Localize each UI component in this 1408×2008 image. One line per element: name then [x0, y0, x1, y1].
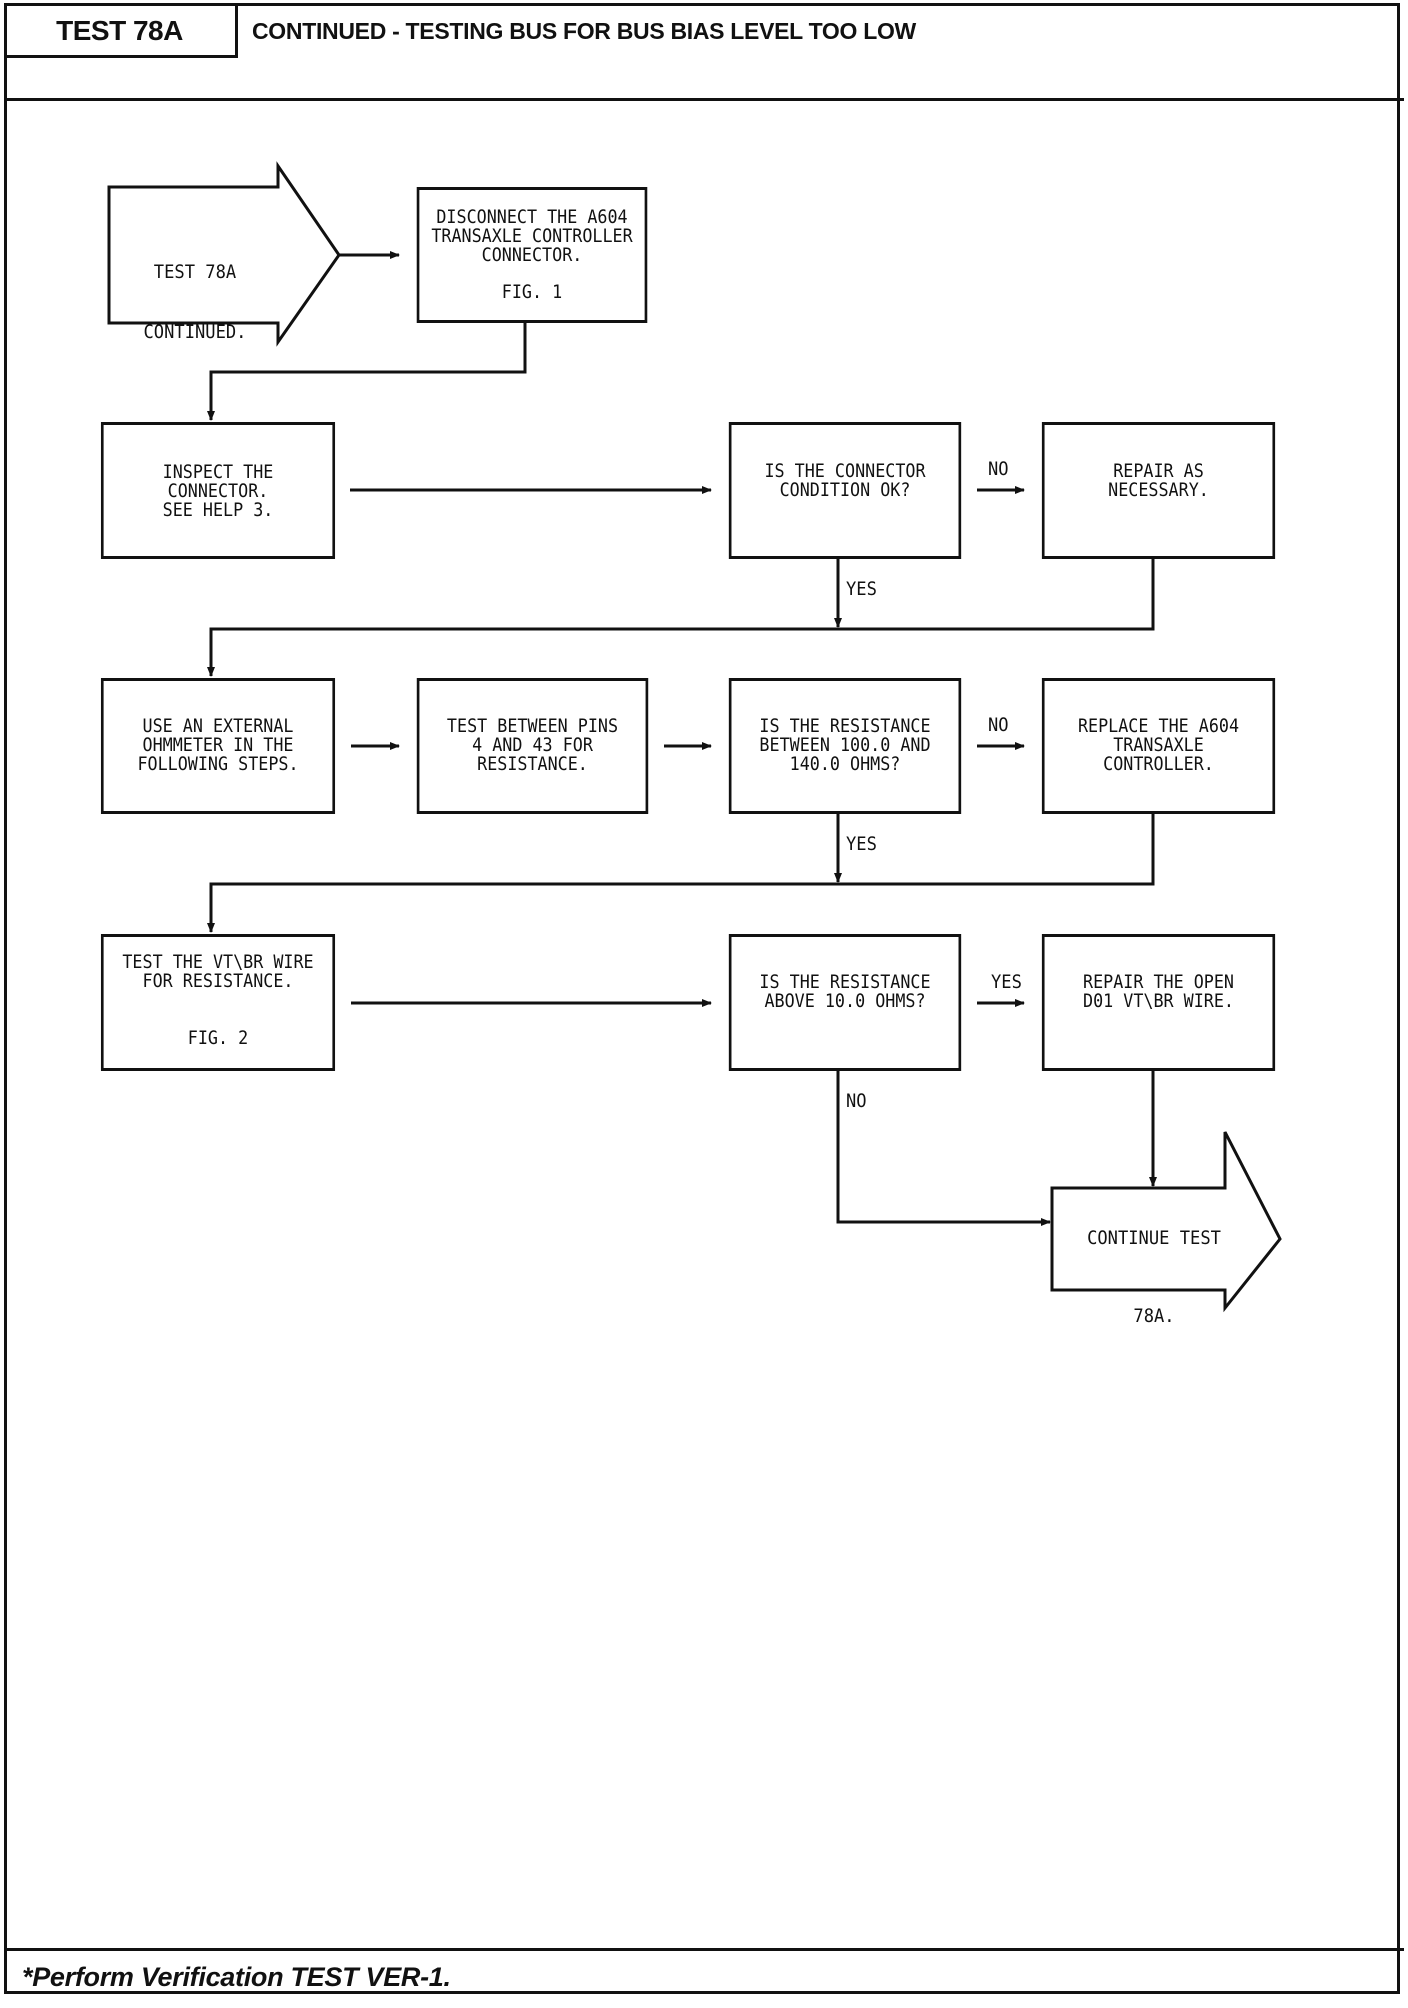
step-text-line: OHMMETER IN THE — [142, 734, 294, 756]
step-text-line: REPAIR AS — [1113, 460, 1204, 482]
step-test-wire: TEST THE VT\BR WIRE FOR RESISTANCE. FIG.… — [100, 934, 336, 1071]
step-test-pins: TEST BETWEEN PINS 4 AND 43 FOR RESISTANC… — [416, 678, 649, 814]
branch-label-no: NO — [988, 714, 1009, 736]
test-id-label: TEST 78A — [4, 6, 238, 58]
step-text-line: ABOVE 10.0 OHMS? — [764, 990, 926, 1012]
connector-question3-no — [836, 1071, 1051, 1226]
step-text-line: CONDITION OK? — [779, 479, 911, 501]
figure-reference: FIG. 1 — [501, 281, 563, 303]
step-replace-controller: REPLACE THE A604 TRANSAXLE CONTROLLER. — [1041, 678, 1276, 814]
step-text-line: SEE HELP 3. — [162, 499, 274, 521]
end-arrow-shape — [1050, 1131, 1282, 1313]
branch-label-no: NO — [846, 1090, 867, 1112]
step-text-line: TRANSAXLE — [1113, 734, 1204, 756]
end-line1: CONTINUE TEST — [1087, 1227, 1221, 1249]
end-arrow: CONTINUE TEST 78A. — [1073, 1188, 1235, 1346]
start-line2: CONTINUED. — [143, 321, 247, 343]
step-text-line: 140.0 OHMS? — [789, 753, 901, 775]
decision-resistance-range: IS THE RESISTANCE BETWEEN 100.0 AND 140.… — [728, 678, 962, 814]
step-repair-as-necessary: REPAIR AS NECESSARY. — [1041, 422, 1276, 559]
step-inspect-connector: INSPECT THE CONNECTOR. SEE HELP 3. — [100, 422, 336, 559]
step-text-line: BETWEEN 100.0 AND — [759, 734, 931, 756]
step-text-line: REPLACE THE A604 — [1077, 715, 1240, 737]
page-title: CONTINUED - TESTING BUS FOR BUS BIAS LEV… — [252, 18, 916, 44]
start-arrow-shape — [107, 161, 341, 347]
connector-replace-merge — [207, 814, 1155, 933]
decision-connector-ok: IS THE CONNECTOR CONDITION OK? — [728, 422, 962, 559]
branch-label-yes: YES — [991, 971, 1022, 993]
branch-label-yes: YES — [846, 833, 877, 855]
step-text-line: TEST BETWEEN PINS — [446, 715, 619, 737]
step-text-line: TEST THE VT\BR WIRE — [122, 951, 314, 973]
footer-divider — [4, 1948, 1404, 1951]
step-text-line: FOLLOWING STEPS. — [137, 753, 299, 775]
footer-note: *Perform Verification TEST VER-1. — [22, 1962, 451, 1992]
step-text-line: IS THE RESISTANCE — [759, 971, 931, 993]
step-text-line: REPAIR THE OPEN — [1082, 971, 1235, 993]
start-arrow: TEST 78A CONTINUED. — [128, 222, 263, 362]
step-text-line: CONNECTOR. — [481, 244, 583, 266]
step-text-line: D01 VT\BR WIRE. — [1082, 990, 1235, 1012]
end-line2: 78A. — [1133, 1305, 1175, 1327]
start-line1: TEST 78A — [153, 261, 237, 283]
decision-resistance-above: IS THE RESISTANCE ABOVE 10.0 OHMS? — [728, 934, 962, 1071]
step-text-line: IS THE RESISTANCE — [759, 715, 931, 737]
step-text-line: 4 AND 43 FOR — [472, 734, 593, 756]
step-text-line: IS THE CONNECTOR — [764, 460, 926, 482]
figure-reference: FIG. 2 — [187, 1027, 249, 1049]
step-disconnect-connector: DISCONNECT THE A604 TRANSAXLE CONTROLLER… — [416, 187, 648, 323]
step-text-line: FOR RESISTANCE. — [142, 970, 294, 992]
branch-label-yes: YES — [846, 578, 877, 600]
branch-label-no: NO — [988, 458, 1009, 480]
step-text-line: TRANSAXLE CONTROLLER — [431, 225, 633, 247]
step-text-line: INSPECT THE — [162, 461, 274, 483]
step-text-line: USE AN EXTERNAL — [142, 715, 294, 737]
step-text-line: CONTROLLER. — [1103, 753, 1214, 775]
step-text-line: CONNECTOR. — [167, 480, 269, 502]
step-text-line: DISCONNECT THE A604 — [436, 206, 628, 228]
step-text-line: NECESSARY. — [1108, 479, 1209, 501]
step-repair-open-wire: REPAIR THE OPEN D01 VT\BR WIRE. — [1041, 934, 1276, 1071]
connector-repair-merge — [207, 559, 1155, 677]
header-divider — [4, 98, 1404, 101]
step-use-ohmmeter: USE AN EXTERNAL OHMMETER IN THE FOLLOWIN… — [100, 678, 336, 814]
step-text-line: RESISTANCE. — [477, 753, 588, 775]
connector-disconnect-inspect — [207, 323, 527, 421]
page-frame — [4, 3, 1400, 1994]
